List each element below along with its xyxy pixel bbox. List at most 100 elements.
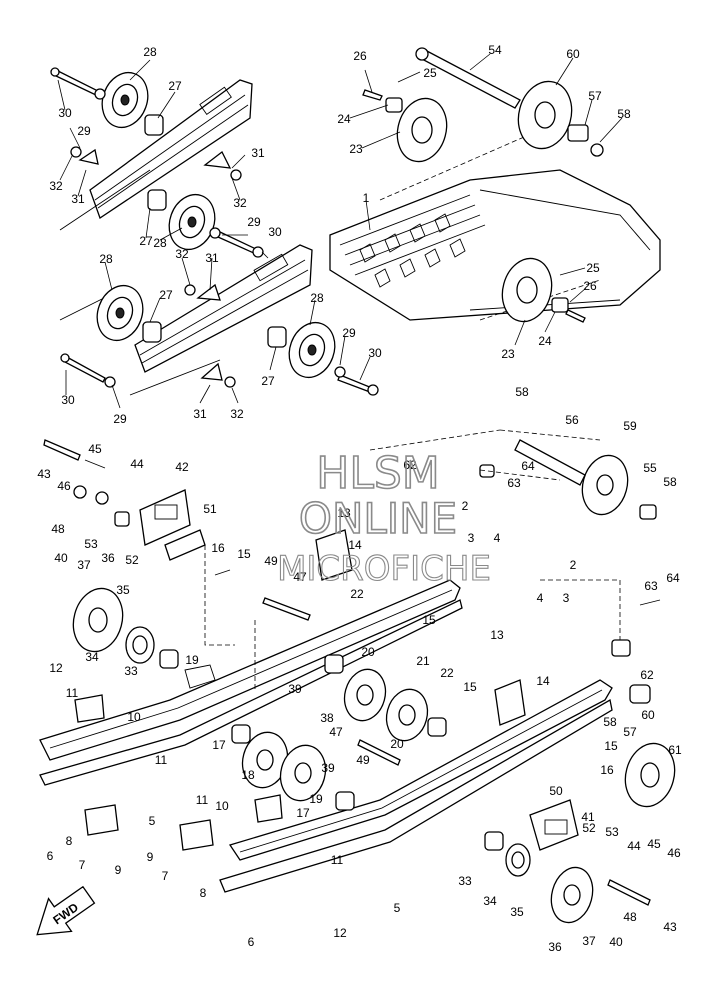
callout-37: 37 (582, 934, 596, 948)
callout-27: 27 (261, 374, 275, 388)
callout-61: 61 (668, 743, 682, 757)
rear-wheel-60a (517, 80, 573, 150)
callout-50: 50 (549, 784, 563, 798)
callout-4: 4 (537, 591, 544, 605)
callout-52: 52 (582, 821, 596, 835)
watermark: HLSM ONLINE MICROFICHE (277, 447, 492, 589)
slide-rail-left (39, 579, 461, 761)
callout-64: 64 (666, 571, 680, 585)
callout-32: 32 (233, 196, 247, 210)
callout-57: 57 (623, 725, 637, 739)
callout-1: 1 (363, 191, 370, 205)
callout-2: 2 (462, 499, 469, 513)
callout-56: 56 (565, 413, 579, 427)
callout-44: 44 (130, 457, 144, 471)
callout-10: 10 (127, 710, 141, 724)
callout-49: 49 (264, 554, 278, 568)
callout-36: 36 (101, 551, 115, 565)
callout-5: 5 (394, 901, 401, 915)
callout-11: 11 (331, 853, 344, 867)
callout-15: 15 (604, 739, 618, 753)
callout-40: 40 (609, 935, 623, 949)
callout-18: 18 (241, 768, 255, 782)
callout-28: 28 (143, 45, 157, 59)
lower-hardware: FWD (36, 439, 661, 936)
callout-3: 3 (468, 531, 475, 545)
callout-55: 55 (643, 461, 657, 475)
callout-57: 57 (588, 89, 602, 103)
callout-49: 49 (356, 753, 370, 767)
track-assembly (329, 129, 661, 321)
callout-11: 11 (66, 686, 79, 700)
callout-5: 5 (149, 814, 156, 828)
callout-39: 39 (321, 761, 335, 775)
callout-58: 58 (617, 107, 631, 121)
callout-48: 48 (623, 910, 637, 924)
callout-12: 12 (49, 661, 63, 675)
callout-31: 31 (71, 192, 85, 206)
callout-30: 30 (61, 393, 75, 407)
callout-32: 32 (49, 179, 63, 193)
callout-52: 52 (125, 553, 139, 567)
callout-9: 9 (115, 863, 122, 877)
callout-8: 8 (66, 834, 73, 848)
right-slide-rail (219, 679, 613, 893)
callout-11: 11 (196, 793, 209, 807)
callout-26: 26 (353, 49, 367, 63)
callout-40: 40 (54, 551, 68, 565)
callout-41: 41 (581, 810, 595, 824)
callout-47: 47 (329, 725, 343, 739)
rail-plate-lower (134, 244, 313, 373)
callout-54: 54 (488, 43, 502, 57)
idler-wheel-28a (101, 71, 149, 129)
callout-32: 32 (230, 407, 244, 421)
callout-6: 6 (47, 849, 54, 863)
callout-3: 3 (563, 591, 570, 605)
watermark-line2: ONLINE (299, 494, 457, 543)
callout-43: 43 (663, 920, 677, 934)
callout-19: 19 (185, 653, 199, 667)
callout-43: 43 (37, 467, 51, 481)
callout-8: 8 (200, 886, 207, 900)
callout-29: 29 (342, 326, 356, 340)
callout-31: 31 (193, 407, 207, 421)
leader-lines (57, 53, 623, 409)
callout-38: 38 (320, 711, 334, 725)
callout-24: 24 (337, 112, 351, 126)
callout-36: 36 (548, 940, 562, 954)
callout-7: 7 (162, 869, 169, 883)
callout-60: 60 (566, 47, 580, 61)
callout-45: 45 (647, 837, 661, 851)
watermark-line1: HLSM (316, 448, 440, 499)
callout-14: 14 (348, 538, 362, 552)
callout-27: 27 (168, 79, 182, 93)
left-slide-rail (39, 579, 463, 786)
callout-37: 37 (77, 558, 91, 572)
callout-58: 58 (515, 385, 529, 399)
idler-wheel-28c (96, 284, 144, 342)
grouping-lines (204, 429, 621, 690)
callout-42: 42 (175, 460, 189, 474)
callout-45: 45 (88, 442, 102, 456)
callout-25: 25 (586, 261, 600, 275)
callout-32: 32 (175, 247, 189, 261)
lower-wheels (72, 454, 676, 924)
callout-48: 48 (51, 522, 65, 536)
callout-7: 7 (79, 858, 86, 872)
callout-16: 16 (600, 763, 614, 777)
callout-27: 27 (159, 288, 173, 302)
callout-28: 28 (310, 291, 324, 305)
callout-4: 4 (494, 531, 501, 545)
callout-31: 31 (205, 251, 219, 265)
callout-46: 46 (667, 846, 681, 860)
callout-35: 35 (510, 905, 524, 919)
callout-29: 29 (77, 124, 91, 138)
callout-59: 59 (623, 419, 637, 433)
callout-25: 25 (423, 66, 437, 80)
callout-63: 63 (507, 476, 521, 490)
callout-39: 39 (288, 682, 302, 696)
callout-29: 29 (247, 215, 261, 229)
upper-rail-assembly (50, 67, 379, 396)
callout-60: 60 (641, 708, 655, 722)
